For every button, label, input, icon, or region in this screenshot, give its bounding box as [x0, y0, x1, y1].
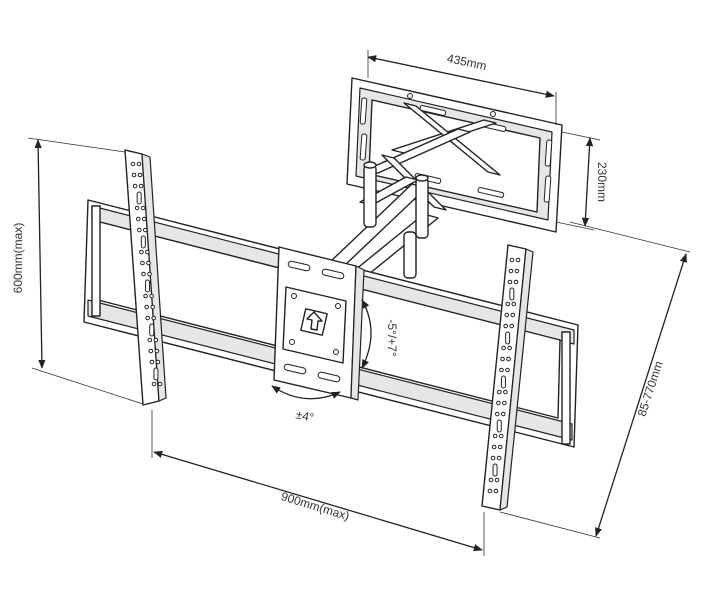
- left-rail-hole: [151, 381, 157, 387]
- right-rail-hole: [495, 411, 500, 417]
- right-rail-hole: [509, 323, 515, 329]
- articulating-arms: [329, 102, 501, 279]
- right-rail-hole: [514, 268, 520, 274]
- left-rail-slot: [136, 191, 142, 205]
- right-rail-hole: [507, 279, 513, 285]
- right-rail-hole: [497, 389, 502, 395]
- left-rail-hole: [138, 183, 144, 189]
- right-rail-hole: [504, 312, 510, 318]
- right-rail-hole: [515, 257, 521, 263]
- up-arrow-icon: [306, 311, 323, 331]
- left-rail-hole: [131, 172, 137, 178]
- right-rail-slot: [505, 331, 511, 345]
- left-rail-hole: [149, 359, 155, 365]
- right-rail-hole: [499, 367, 504, 373]
- left-rail-hole: [153, 337, 159, 343]
- right-rail-hole: [496, 400, 501, 406]
- right-vertical-rail: [481, 244, 534, 511]
- left-rail-hole: [136, 161, 142, 167]
- right-rail-hole: [501, 411, 506, 417]
- right-rail-hole: [490, 455, 496, 461]
- left-rail-hole: [140, 205, 146, 211]
- left-rail-hole: [151, 315, 156, 321]
- right-rail-hole: [505, 301, 511, 307]
- extension-label: 85-770mm: [635, 359, 666, 418]
- left-rail-hole: [154, 348, 160, 354]
- right-rail-slot: [509, 287, 515, 301]
- left-rail-slot: [149, 323, 155, 337]
- tilt-label: -5°/+7°: [385, 319, 399, 356]
- right-rail-hole: [510, 312, 516, 318]
- left-rail-slot: [140, 235, 146, 249]
- left-rail-hole: [141, 271, 146, 277]
- left-rail-hole: [144, 304, 149, 310]
- right-rail-hole: [503, 323, 509, 329]
- right-rail-hole: [502, 400, 507, 406]
- right-rail-hole: [511, 301, 517, 307]
- dimension-lines: [27, 50, 691, 556]
- left-rail-hole: [147, 337, 153, 343]
- left-rail-hole: [150, 304, 155, 310]
- right-rail-hole: [491, 444, 497, 450]
- wall-plate: [346, 77, 563, 233]
- right-rail-hole: [505, 367, 510, 373]
- rotation-label: ±4°: [295, 407, 316, 424]
- left-rail-hole: [157, 381, 163, 387]
- right-rail-hole: [501, 345, 506, 351]
- left-rail-hole: [134, 205, 140, 211]
- right-rail-hole: [509, 257, 515, 263]
- left-rail-hole: [145, 315, 150, 321]
- right-rail-slot: [492, 463, 498, 477]
- left-rail-slot: [153, 367, 159, 381]
- right-rail-slot: [496, 419, 502, 433]
- left-rail-hole: [132, 183, 138, 189]
- left-rail-hole: [140, 260, 145, 266]
- right-rail-hole: [503, 389, 508, 395]
- right-rail-hole: [494, 477, 500, 483]
- left-rail-slot: [145, 279, 151, 293]
- rail-height-label: 600mm(max): [11, 223, 25, 294]
- right-rail-hole: [508, 268, 514, 274]
- left-rail-hole: [137, 172, 143, 178]
- left-rail-hole: [137, 227, 142, 233]
- right-rail-hole: [493, 488, 499, 494]
- left-rail-hole: [143, 227, 148, 233]
- left-rail-hole: [148, 348, 154, 354]
- tilt-head-plate: [273, 246, 365, 401]
- plate-width-label: 435mm: [446, 51, 488, 73]
- left-vertical-rail: [124, 149, 167, 406]
- rail-width-label: 900mm(max): [279, 489, 351, 523]
- left-rail-hole: [141, 216, 147, 222]
- right-rail-hole: [498, 433, 504, 439]
- left-rail-hole: [135, 216, 141, 222]
- left-rail-hole: [143, 293, 148, 299]
- right-rail-hole: [496, 455, 502, 461]
- left-rail-hole: [146, 260, 151, 266]
- left-rail-hole: [145, 249, 150, 255]
- left-rail-hole: [139, 249, 144, 255]
- right-rail-hole: [492, 433, 498, 439]
- left-rail-hole: [149, 293, 154, 299]
- right-rail-hole: [488, 477, 494, 483]
- plate-height-label: 230mm: [595, 162, 609, 202]
- left-rail-hole: [130, 161, 136, 167]
- left-rail-hole: [147, 271, 152, 277]
- right-rail-hole: [487, 488, 493, 494]
- right-rail-slot: [500, 375, 506, 389]
- right-rail-hole: [507, 345, 512, 351]
- left-rail-hole: [155, 359, 161, 365]
- right-rail-hole: [513, 279, 519, 285]
- right-rail-hole: [497, 444, 503, 450]
- right-rail-hole: [506, 356, 511, 362]
- right-rail-hole: [500, 356, 505, 362]
